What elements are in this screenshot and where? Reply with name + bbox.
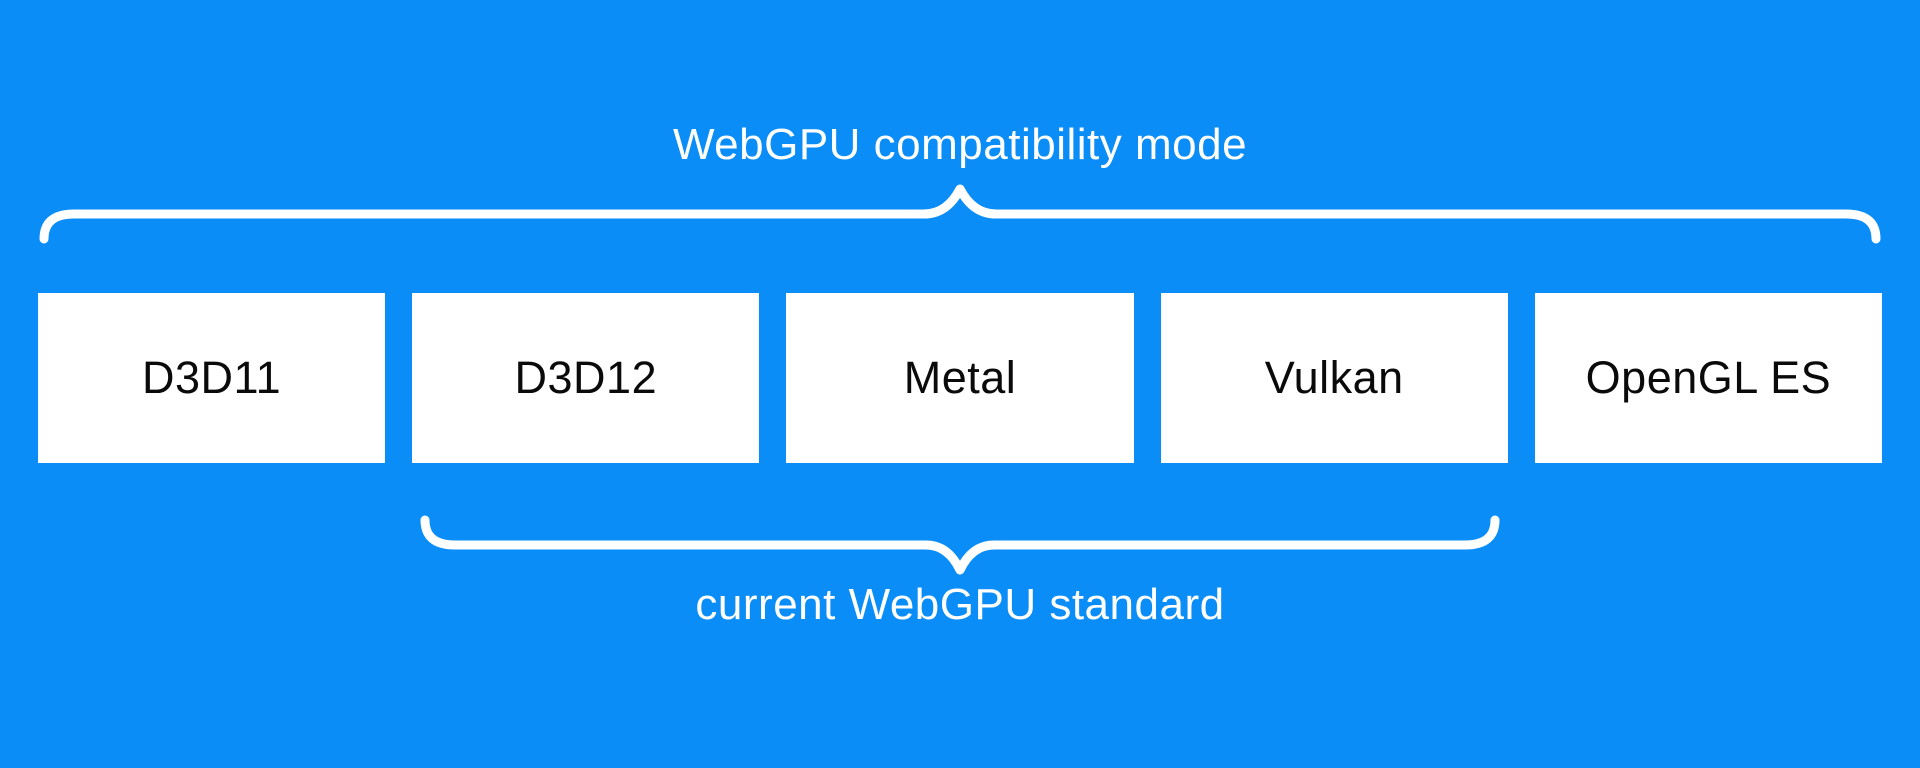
api-box-label: Vulkan	[1264, 352, 1404, 403]
api-box-label: Metal	[903, 352, 1017, 403]
api-box-label: D3D11	[141, 352, 282, 403]
top-brace-label: WebGPU compatibility mode	[672, 120, 1248, 169]
api-box-d3d12: D3D12	[412, 293, 760, 463]
api-box-d3d11: D3D11	[38, 293, 386, 463]
api-box-label: OpenGL ES	[1585, 352, 1832, 403]
api-box-opengl-es: OpenGL ES	[1534, 293, 1883, 463]
api-box-vulkan: Vulkan	[1160, 293, 1508, 463]
bottom-brace-label: current WebGPU standard	[695, 580, 1225, 629]
bottom-brace-icon	[420, 515, 1500, 575]
top-brace-icon	[39, 184, 1881, 244]
api-box-metal: Metal	[786, 293, 1134, 463]
api-boxes-row: D3D11 D3D12 Metal Vulkan OpenGL ES	[38, 293, 1883, 463]
api-box-label: D3D12	[514, 352, 658, 403]
